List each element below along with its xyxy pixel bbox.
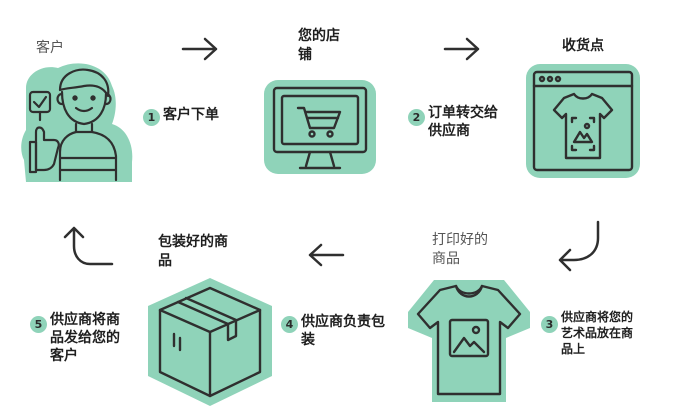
arrow-right-icon <box>181 37 218 61</box>
step-2-text-line2: 供应商 <box>428 123 470 139</box>
step-3-text-line3: 品上 <box>561 342 586 356</box>
browser-tshirt-design-icon <box>526 64 640 178</box>
step-3-text-line1: 供应商将您的 <box>561 310 634 324</box>
packaged-title-line1: 包装好的商 <box>158 234 228 250</box>
printed-title-line1: 打印好的 <box>432 232 488 248</box>
arrow-left-icon <box>308 243 345 267</box>
cardboard-box-icon <box>148 278 272 406</box>
curved-arrow-up-icon <box>63 226 114 266</box>
store-title-line2: 铺 <box>298 47 312 63</box>
arrow-right-icon <box>443 37 480 61</box>
curved-arrow-down-left-icon <box>558 220 600 272</box>
fulfillment-title: 收货点 <box>562 38 604 54</box>
computer-shopping-cart-icon <box>264 80 376 174</box>
packaged-title-line2: 品 <box>158 253 172 269</box>
step-4-text-line1: 供应商负责包 <box>301 314 385 330</box>
step-4-badge: 4 <box>281 316 298 333</box>
step-5-text-line3: 客户 <box>50 348 78 364</box>
step-3-badge: 3 <box>541 316 558 333</box>
step-3-text-line2: 艺术品放在商 <box>561 326 634 340</box>
tshirt-with-image-icon <box>408 280 530 402</box>
customer-title: 客户 <box>36 40 64 56</box>
step-5-text-line1: 供应商将商 <box>50 312 120 328</box>
step-2-badge: 2 <box>408 109 425 126</box>
step-1-text: 客户下单 <box>163 107 219 123</box>
customer-thumbs-up-icon <box>21 63 133 182</box>
printed-title-line2: 商品 <box>432 251 460 267</box>
store-title-line1: 您的店 <box>298 28 340 44</box>
step-5-badge: 5 <box>30 316 47 333</box>
step-1-badge: 1 <box>143 109 160 126</box>
step-2-text-line1: 订单转交给 <box>428 105 498 121</box>
step-4-text-line2: 装 <box>301 332 315 348</box>
step-5-text-line2: 品发给您的 <box>50 330 120 346</box>
